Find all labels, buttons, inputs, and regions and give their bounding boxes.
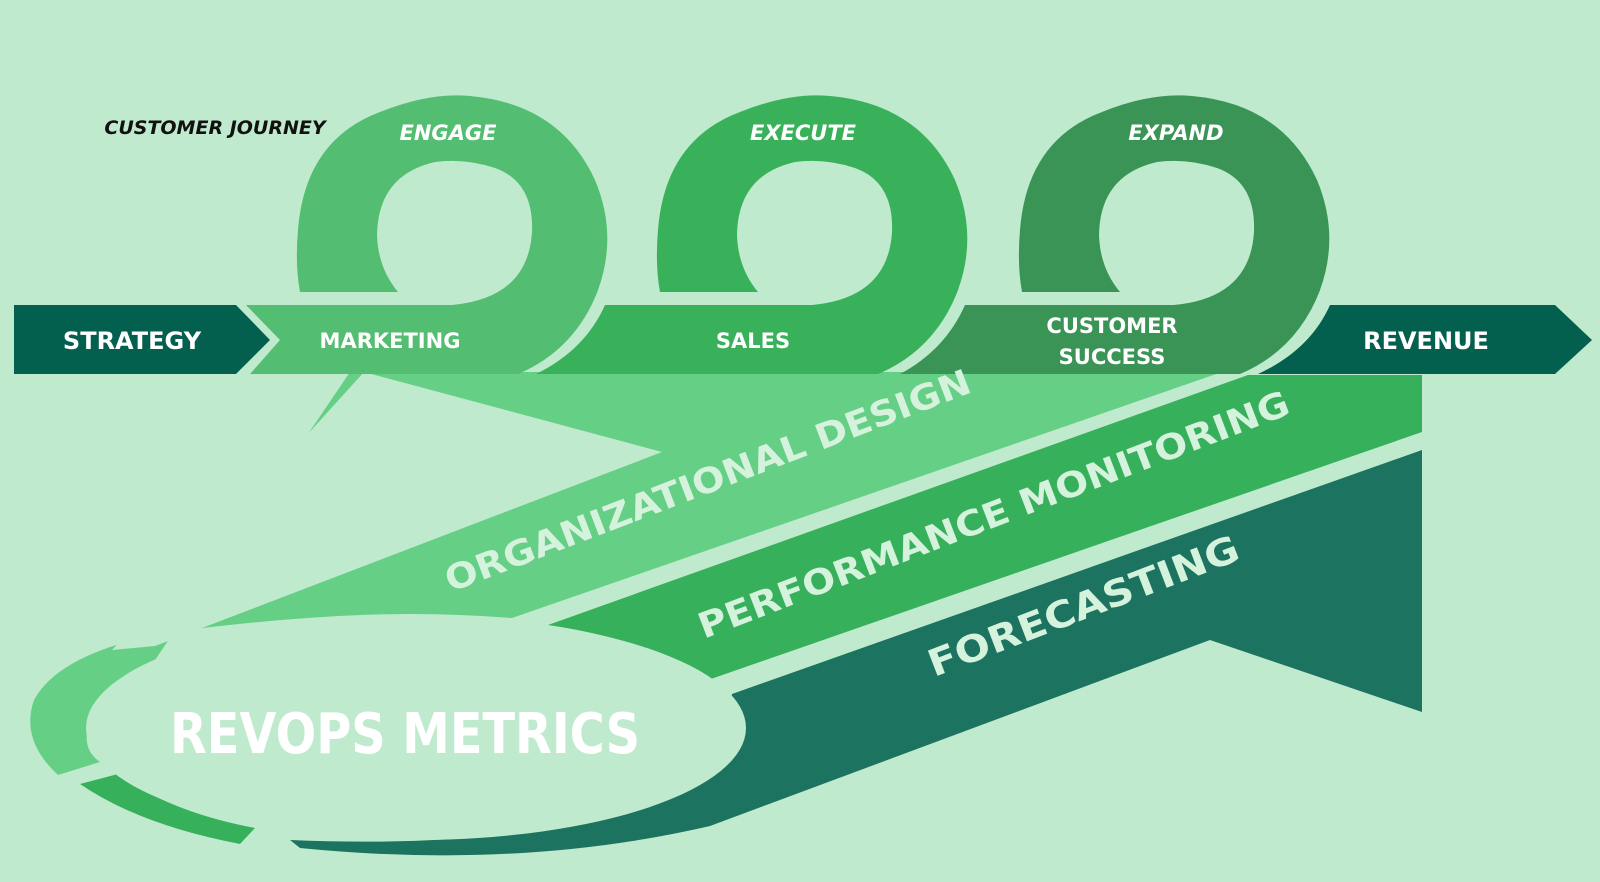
marketing-label: MARKETING: [320, 329, 461, 353]
customer-success-segment: [900, 305, 1197, 374]
execute-loop: [656, 95, 968, 372]
expand-label: EXPAND: [1128, 121, 1223, 145]
sales-segment: [536, 305, 835, 374]
organizational-design-notch: [112, 372, 662, 650]
revenue-arrow: [1258, 305, 1592, 374]
customer-success-label-line1: CUSTOMER: [1046, 314, 1177, 338]
sales-label: SALES: [716, 329, 790, 353]
expand-loop-tail: [1174, 290, 1320, 374]
engage-loop: [296, 95, 608, 372]
execute-label: EXECUTE: [750, 121, 857, 145]
customer-journey-title: CUSTOMER JOURNEY: [104, 117, 327, 139]
execute-loop-tail: [812, 290, 958, 374]
revops-metrics-hub: [86, 616, 746, 840]
marketing-segment: [246, 305, 475, 374]
customer-success-label-line2: SUCCESS: [1059, 345, 1166, 369]
expand-loop: [1018, 95, 1330, 372]
strategy-label: STRATEGY: [63, 327, 202, 355]
engage-loop-tail: [452, 290, 598, 374]
forecasting-band: [290, 450, 1422, 856]
revenue-label: REVENUE: [1363, 327, 1489, 355]
swirl-tail: [80, 774, 255, 844]
revops-metrics-label: REVOPS METRICS: [170, 702, 640, 767]
strategy-arrow: [14, 305, 270, 374]
performance-monitoring-band: [548, 375, 1422, 680]
engage-label: ENGAGE: [400, 121, 498, 145]
